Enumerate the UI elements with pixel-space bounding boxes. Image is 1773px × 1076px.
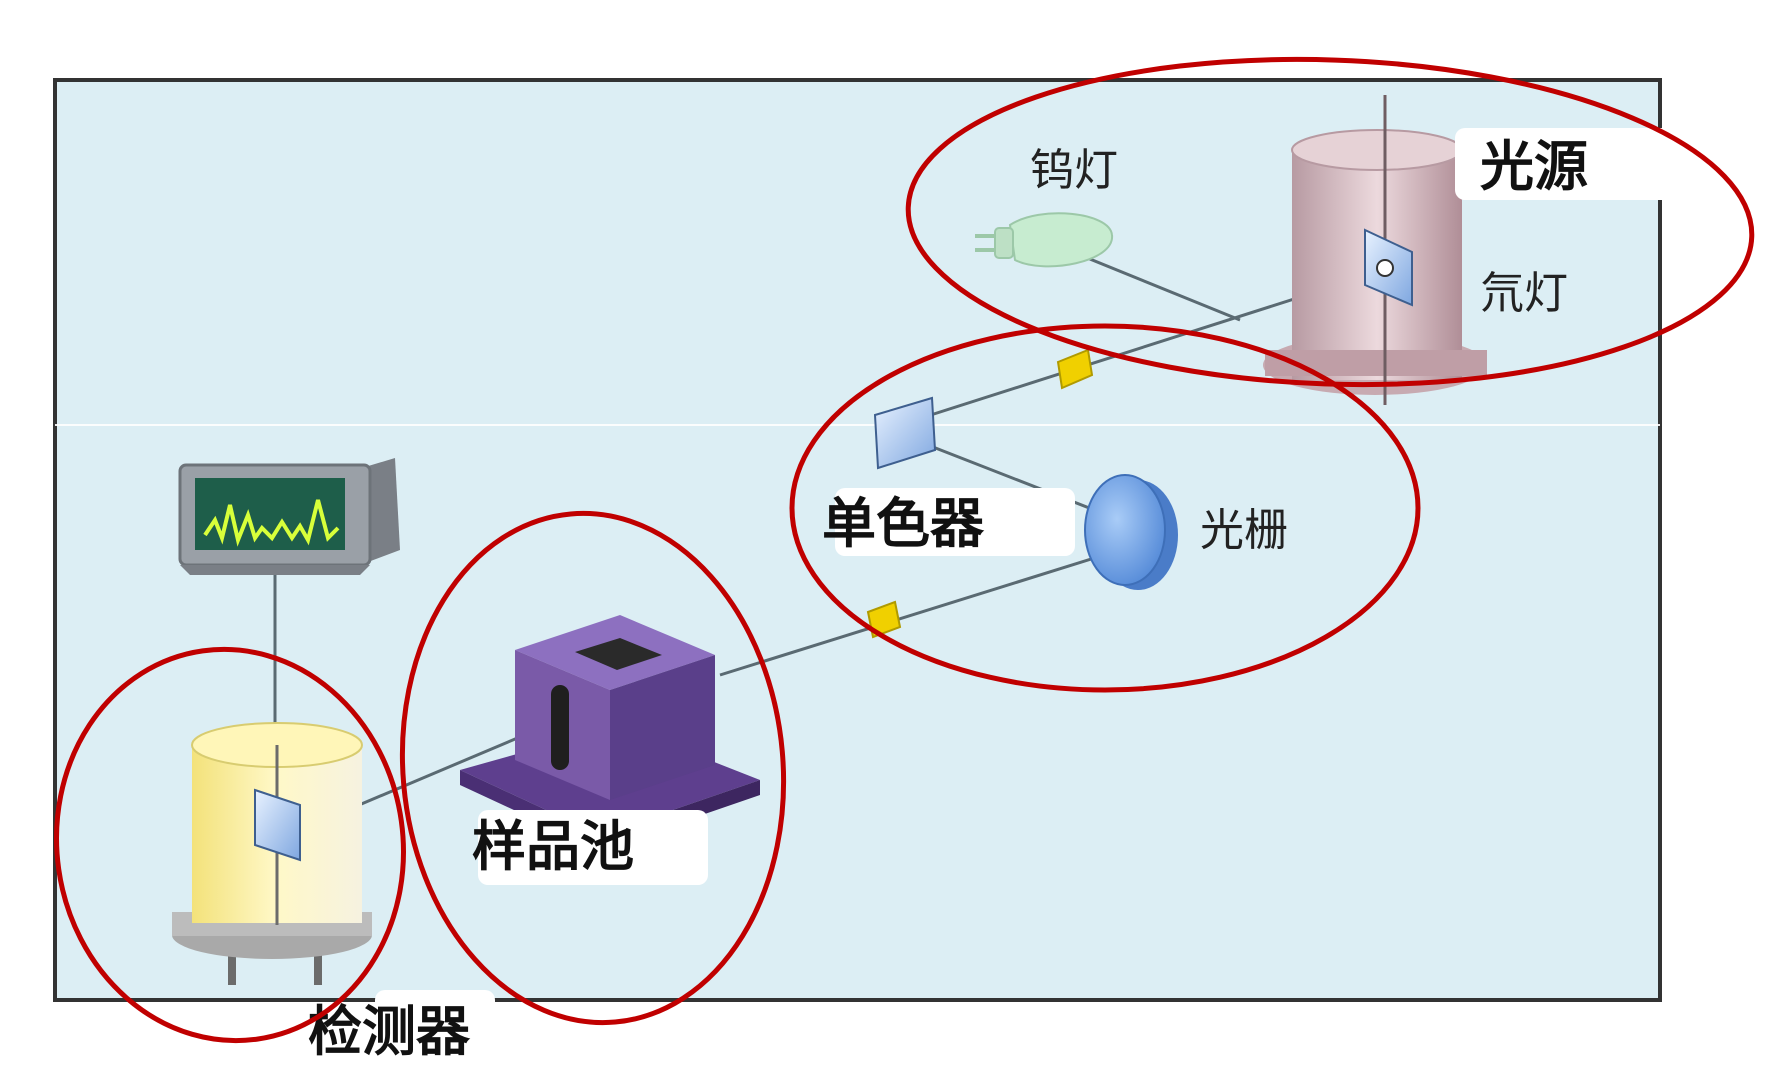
deuterium-lamp-label: 氘灯: [1480, 268, 1568, 319]
light-source-circle: [905, 56, 1755, 388]
monochromator-circle: [789, 323, 1421, 693]
grating-disc: [1084, 474, 1178, 590]
signal-trace: [203, 499, 340, 547]
monochromator-mirror: [873, 396, 937, 470]
detector-body: [172, 722, 372, 985]
detector-label-box: [375, 990, 495, 1060]
monitor-icon: [178, 458, 400, 575]
highlight-circles: [54, 56, 1755, 1044]
detector-circle: [54, 646, 406, 1044]
sample-cell-label: 样品池: [472, 815, 634, 878]
sample-cell-label-box: [478, 810, 708, 885]
sample-cell-circle: [399, 510, 787, 1026]
tungsten-lamp-label: 钨灯: [1030, 145, 1118, 196]
monochromator-label: 单色器: [822, 492, 985, 555]
tungsten-lamp-bulb: [975, 212, 1114, 268]
filter-upper: [1056, 348, 1094, 390]
light-source-label: 光源: [1480, 135, 1588, 198]
light-source-label-box: [1455, 128, 1675, 200]
monochromator-label-box: [835, 488, 1075, 556]
grating-label: 光栅: [1200, 505, 1288, 556]
detector-label: 检测器: [308, 1000, 471, 1063]
